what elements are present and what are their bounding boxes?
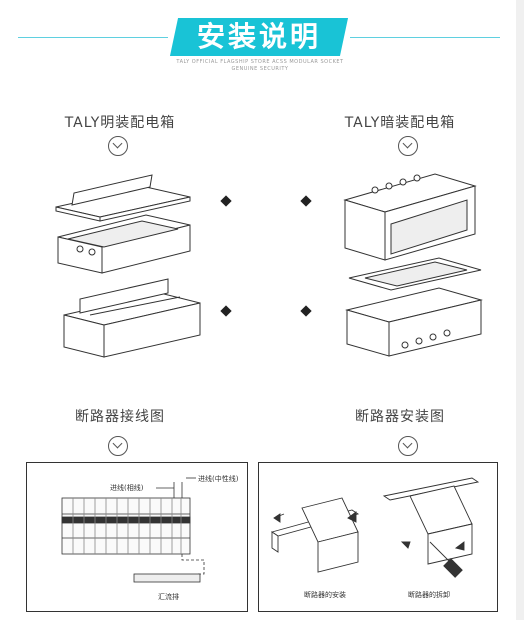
heading-surface-box: TALY明装配电箱: [64, 115, 176, 131]
flush-box-illustration: [343, 173, 483, 357]
page-title: 安装说明: [196, 20, 321, 53]
chevron-down-icon: [108, 436, 128, 456]
heading-flush-box: TALY暗装配电箱: [344, 115, 456, 131]
chevron-down-icon: [398, 436, 418, 456]
diamond-bullet: [300, 305, 312, 317]
heading-wiring: 断路器接线图: [75, 409, 165, 425]
diamond-bullet: [300, 195, 312, 207]
surface-box-illustration: [55, 174, 201, 358]
tagline-line2: GENUINE SECURITY: [231, 66, 289, 72]
right-edge-strip: [516, 0, 524, 620]
wiring-diagram: [61, 477, 205, 583]
install-diagram: [270, 477, 480, 578]
diamond-bullet: [220, 305, 232, 317]
diamond-bullet: [220, 195, 232, 207]
chevron-down-icon: [108, 136, 128, 156]
label-busbar: 汇流排: [158, 593, 179, 601]
label-in-phase: 进线(相线): [110, 484, 144, 492]
header-line-left: [18, 37, 168, 38]
label-mount: 断路器的安装: [304, 591, 346, 599]
chevron-down-icon: [398, 136, 418, 156]
label-in-neutral: 进线(中性线): [198, 475, 239, 483]
tagline-line1: TALY OFFICIAL FLAGSHIP STORE ACSS MODULA…: [176, 59, 344, 65]
label-remove: 断路器的拆卸: [408, 591, 450, 599]
header-line-right: [350, 37, 500, 38]
heading-install: 断路器安装图: [355, 409, 445, 425]
